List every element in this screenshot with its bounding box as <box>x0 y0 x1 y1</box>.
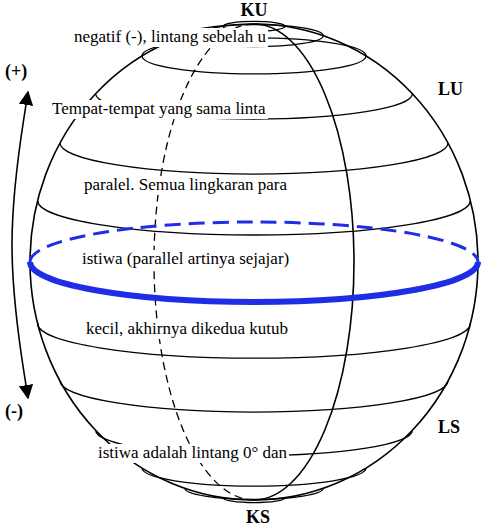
hemisphere-label: LU <box>436 80 465 100</box>
parallel-line <box>60 143 448 174</box>
sign-label: (-) <box>3 402 25 422</box>
text-line: istiwa adalah lintang 0° dan <box>96 444 289 463</box>
parallel-line <box>38 200 471 235</box>
text-line: negatif (-), lintang sebelah u <box>72 28 268 47</box>
text-line: Tempat-tempat yang sama linta <box>50 100 268 119</box>
parallel-line <box>60 381 448 412</box>
globe-outline <box>30 24 478 500</box>
parallel-line <box>185 488 323 499</box>
sign-label: (+) <box>3 62 29 82</box>
hemisphere-label: LS <box>436 418 462 438</box>
pole-label: KS <box>244 508 272 528</box>
text-line: istiwa (parallel artinya sejajar) <box>80 250 291 269</box>
latitude-arrow <box>12 92 28 398</box>
text-line: kecil, akhirnya dikedua kutub <box>84 320 290 339</box>
text-line: paralel. Semua lingkaran para <box>82 176 289 195</box>
pole-label: KU <box>239 1 270 21</box>
parallel-line <box>142 468 366 486</box>
